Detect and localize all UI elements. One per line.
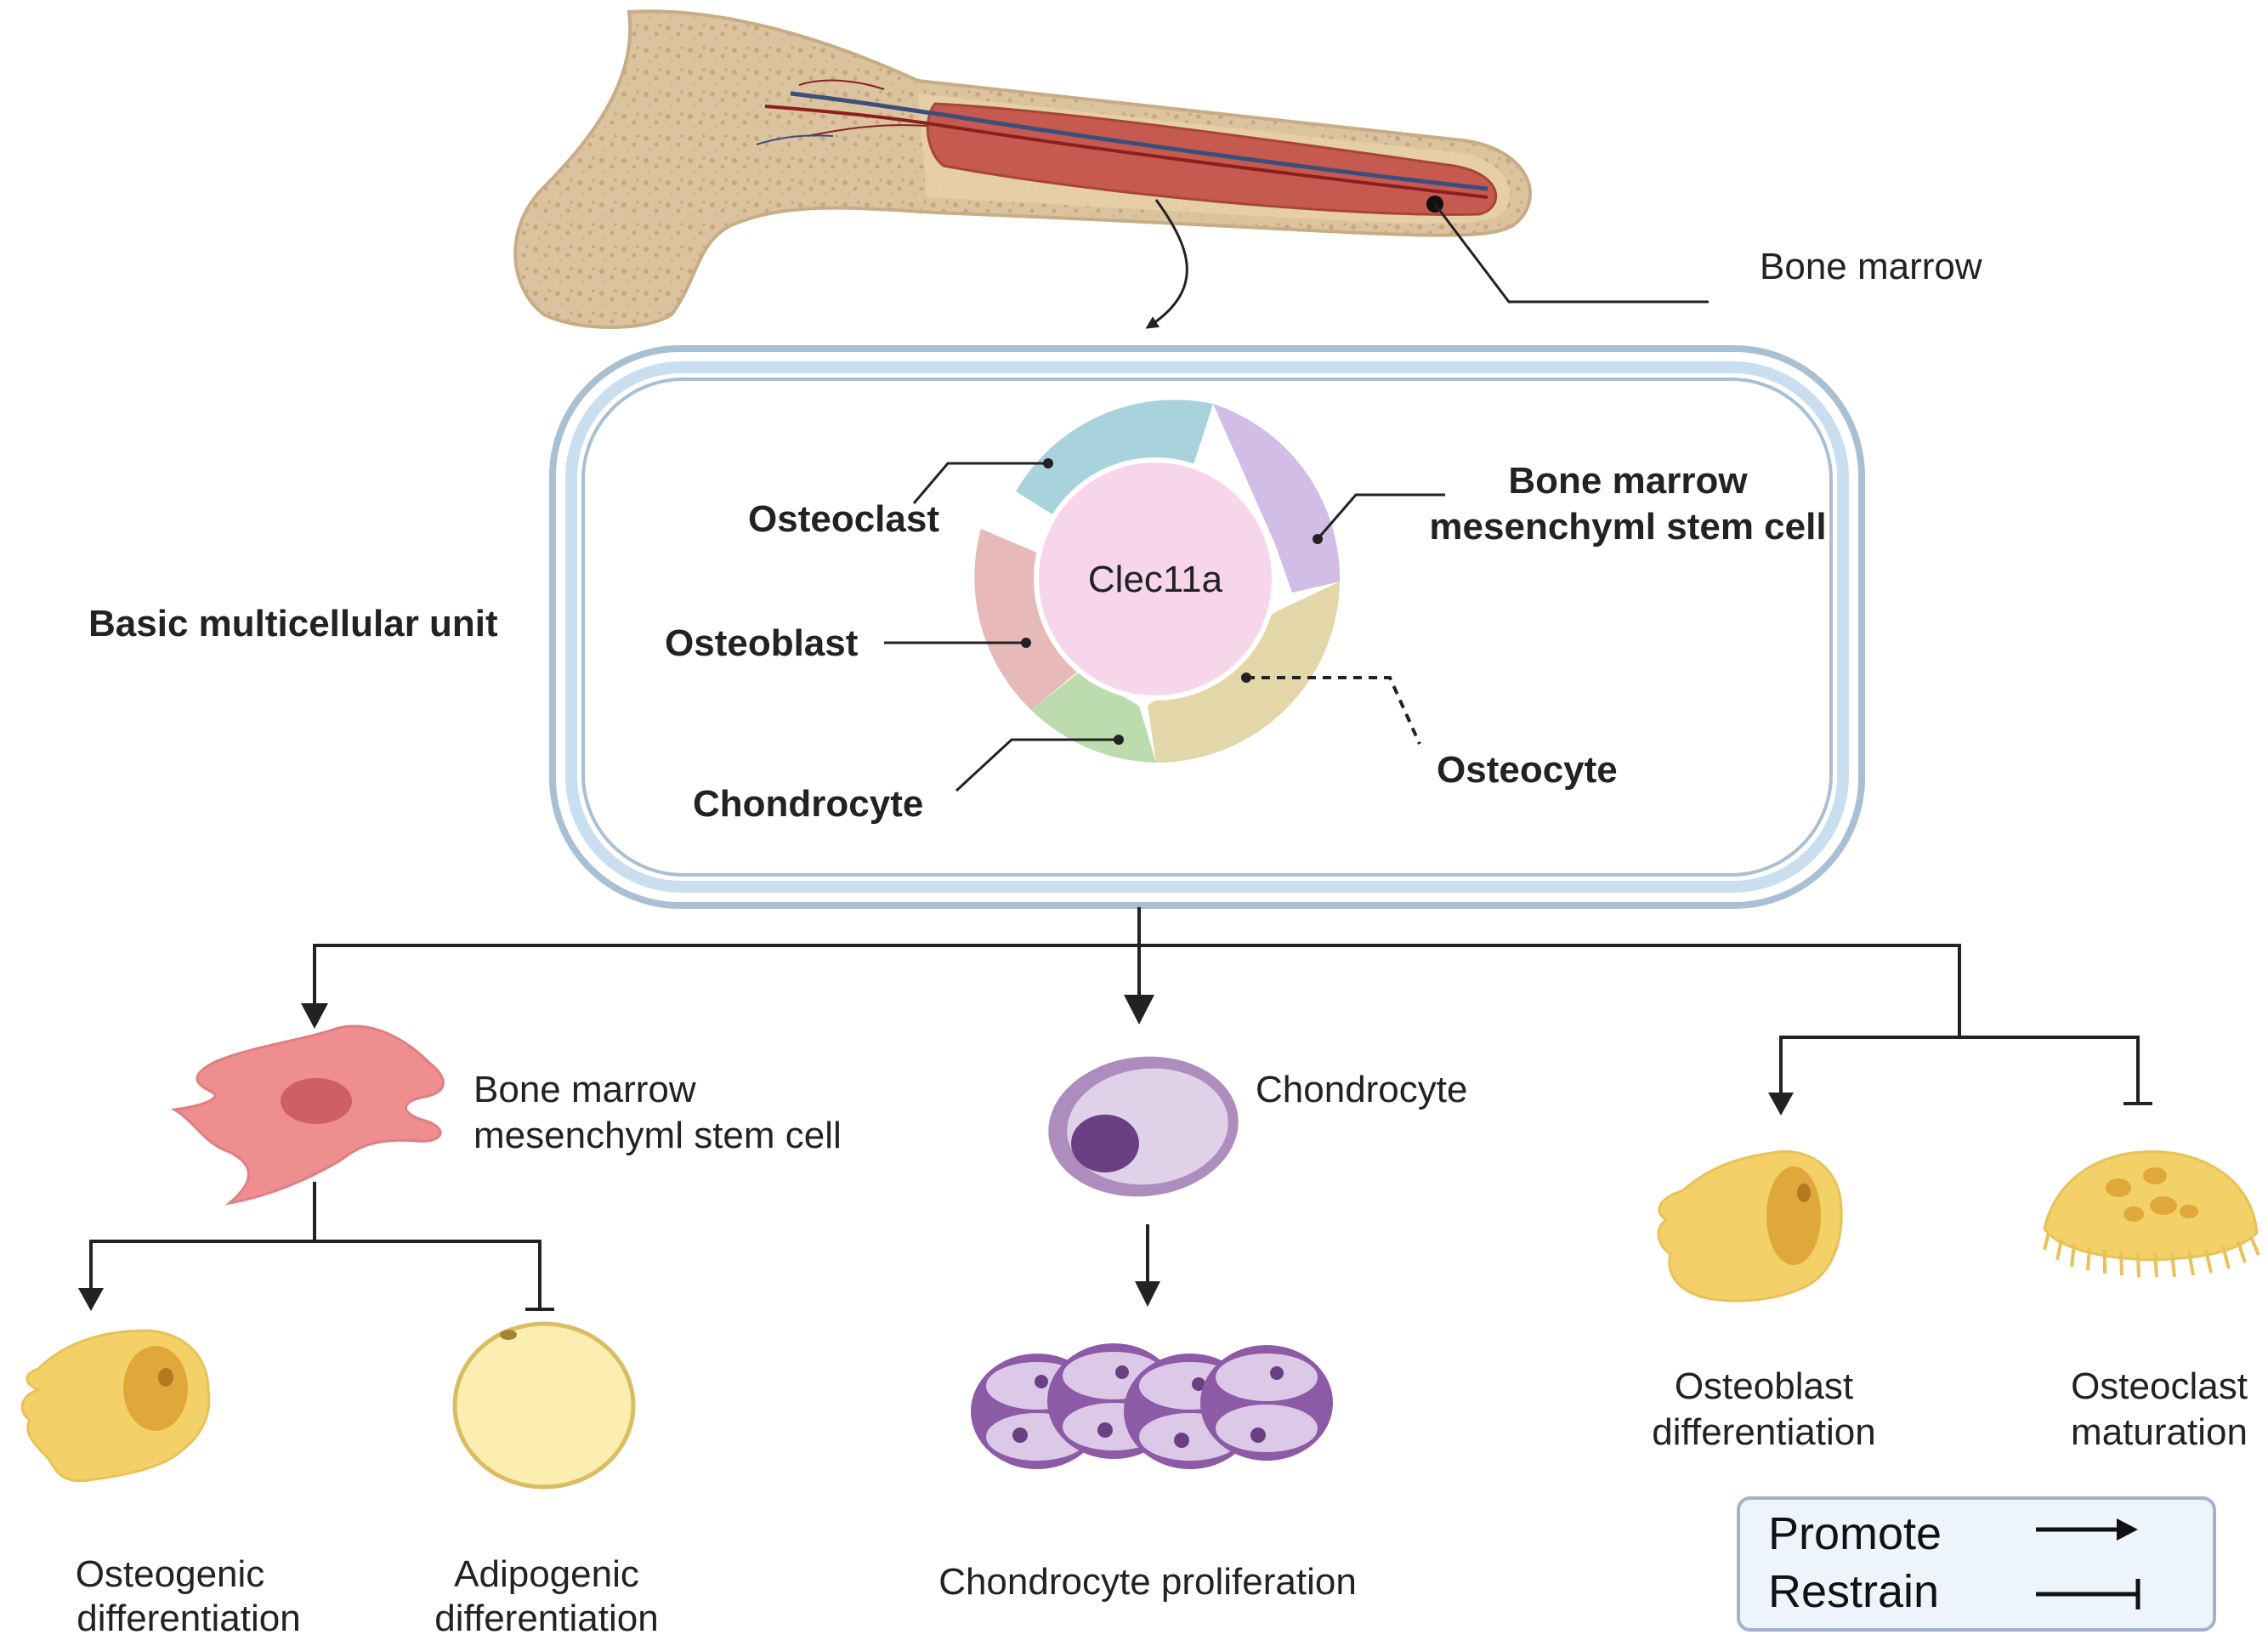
- osteogenic-label-line1: Osteogenic: [76, 1553, 265, 1595]
- adipogenic-label-line1: Adipogenic: [454, 1553, 639, 1595]
- osteoclast-mat-label-line2: maturation: [2071, 1411, 2248, 1453]
- bmsc-ring-label-line2: mesenchyml stem cell: [1429, 506, 1826, 548]
- blood-vessel-blue: [790, 91, 1488, 191]
- osteoclast-ring-label: Osteoclast: [748, 498, 939, 540]
- osteogenic-cell-icon: [20, 1329, 211, 1483]
- clec11a-center: [1034, 457, 1277, 701]
- ring-pointers: [884, 458, 1445, 792]
- osteoblast-ring-label: Osteoblast: [665, 622, 859, 664]
- chondrocyte-ring-label: Chondrocyte: [693, 783, 923, 825]
- segment-bmsc: [1213, 404, 1341, 593]
- clec11a-label: Clec11a: [1088, 559, 1223, 600]
- chondrocyte-branch-label: Chondrocyte: [1256, 1069, 1467, 1110]
- osteoblast-diff-label-line2: differentiation: [1652, 1411, 1875, 1453]
- marrow-cavity: [926, 102, 1498, 216]
- adipogenic-label-line2: differentiation: [434, 1598, 658, 1639]
- osteogenic-label-line2: differentiation: [77, 1598, 300, 1639]
- bone-to-bmu-arrow: [1145, 199, 1188, 329]
- blood-vessel-red: [764, 105, 1488, 199]
- legend-restrain-label: Restrain: [1768, 1566, 1939, 1617]
- bmu-membrane-inner: [565, 361, 1849, 893]
- chondrocyte-cell-icon: [1048, 1056, 1239, 1197]
- osteoclast-cell-icon: [2043, 1149, 2260, 1278]
- msc-cell-icon: [170, 1024, 445, 1206]
- segment-osteocyte: [1148, 582, 1340, 763]
- legend-promote-label: Promote: [1768, 1508, 1942, 1559]
- bmsc-branch-label-line2: mesenchyml stem cell: [473, 1115, 842, 1156]
- chondrocyte-proliferation-label: Chondrocyte proliferation: [938, 1561, 1357, 1603]
- osteoclast-mat-label-line1: Osteoclast: [2071, 1365, 2248, 1407]
- bone-marrow-label: Bone marrow: [1760, 246, 1982, 287]
- bmsc-branch-label-line1: Bone marrow: [473, 1069, 696, 1110]
- bmu-label: Basic multicellular unit: [88, 603, 498, 644]
- bmsc-ring-label-line1: Bone marrow: [1508, 460, 1748, 502]
- branch-connectors: [78, 907, 2152, 1311]
- segment-chondrocyte: [1031, 672, 1156, 763]
- osteocyte-ring-label: Osteocyte: [1437, 749, 1618, 791]
- cell-type-ring: [974, 400, 1341, 763]
- osteoblast-diff-label-line1: Osteoblast: [1675, 1365, 1853, 1407]
- segment-osteoblast: [974, 529, 1088, 710]
- bone-illustration: [513, 9, 1709, 329]
- osteoblast-cell-icon: [1657, 1149, 1843, 1303]
- legend: [1737, 1496, 2216, 1632]
- adipocyte-icon: [452, 1321, 636, 1490]
- chondrocyte-cluster-icon: [971, 1343, 1333, 1469]
